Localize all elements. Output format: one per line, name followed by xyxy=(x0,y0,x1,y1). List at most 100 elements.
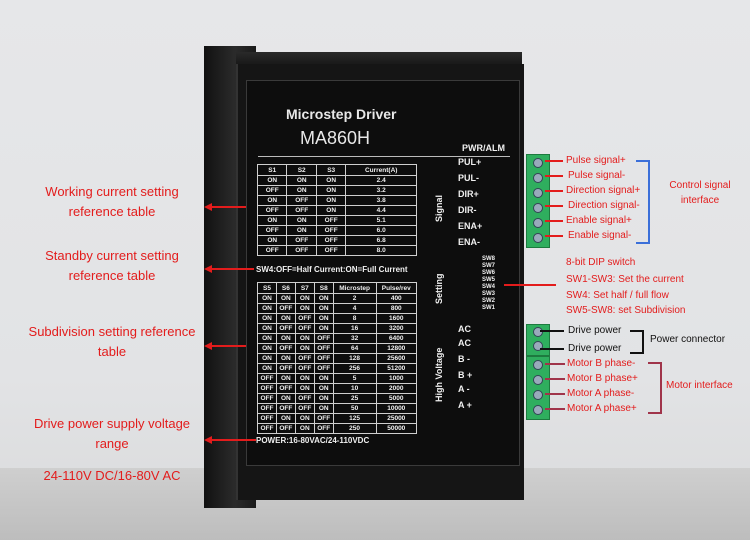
signal-annotation: Pulse signal+ xyxy=(566,155,626,166)
microstep-table-header: Pulse/rev xyxy=(375,282,418,294)
microstep-table-cell: 125 xyxy=(332,413,377,424)
microstep-table-cell: ON xyxy=(275,293,296,304)
terminal-screw xyxy=(533,341,543,351)
microstep-table-cell: ON xyxy=(257,333,277,344)
terminal-screw xyxy=(533,405,543,415)
power-note: POWER:16-80VAC/24-110VDC xyxy=(256,436,370,445)
microstep-table-cell: ON xyxy=(275,413,296,424)
annotation-subdivision: Subdivision setting reference table xyxy=(28,324,196,359)
current-table-cell: OFF xyxy=(315,235,347,246)
microstep-table-cell: 1600 xyxy=(375,313,418,324)
microstep-table-header: S6 xyxy=(275,282,296,294)
switch-label: SW8 xyxy=(482,256,496,262)
motor-interface-label: Motor interface xyxy=(666,380,733,391)
microstep-table-cell: 1000 xyxy=(375,373,418,384)
current-table-cell: ON xyxy=(286,175,317,186)
arrow-line-standby-current xyxy=(212,268,254,270)
microstep-table-cell: 25600 xyxy=(375,353,418,364)
microstep-table-cell: ON xyxy=(294,343,315,354)
terminal-screw xyxy=(533,218,543,228)
control-bracket xyxy=(636,160,650,244)
current-table-header: S1 xyxy=(256,164,288,176)
hv-pin-label: A - xyxy=(458,384,470,394)
hv-pin-label: AC xyxy=(458,324,471,334)
arrow-line-working-current xyxy=(212,206,246,208)
microstep-table-cell: OFF xyxy=(294,393,315,404)
hv-pin-label: B + xyxy=(458,370,473,380)
arrow-power-range xyxy=(204,436,212,444)
microstep-table-cell: ON xyxy=(294,293,315,304)
current-table-cell: OFF xyxy=(315,245,347,256)
microstep-table-cell: OFF xyxy=(313,423,334,434)
terminal-screw xyxy=(533,188,543,198)
current-table-cell: ON xyxy=(286,215,317,226)
microstep-table-cell: ON xyxy=(275,313,296,324)
microstep-table-cell: ON xyxy=(313,303,334,314)
motor-pointer-line xyxy=(545,378,565,380)
switch-label: SW4 xyxy=(482,284,496,290)
microstep-table-cell: ON xyxy=(294,303,315,314)
microstep-table-header: S8 xyxy=(313,282,334,294)
microstep-table-cell: OFF xyxy=(257,373,277,384)
current-table-header: S3 xyxy=(315,164,347,176)
current-table-cell: OFF xyxy=(286,195,317,206)
current-table-cell: OFF xyxy=(315,215,347,226)
switch-label: SW5 xyxy=(482,277,496,283)
microstep-table-cell: OFF xyxy=(257,413,277,424)
signal-pin-label: ENA- xyxy=(458,237,480,247)
signal-pointer-line xyxy=(545,160,563,162)
microstep-table-cell: OFF xyxy=(313,333,334,344)
signal-pin-label: DIR- xyxy=(458,205,477,215)
terminal-screw xyxy=(533,327,543,337)
microstep-table-cell: 5 xyxy=(332,373,377,384)
annotation-power-range: Drive power supply voltage range xyxy=(33,416,191,451)
microstep-table-cell: 10000 xyxy=(375,403,418,414)
terminal-screw xyxy=(533,158,543,168)
microstep-table-cell: OFF xyxy=(275,343,296,354)
signal-terminal-block[interactable] xyxy=(526,154,550,248)
microstep-table-cell: 2000 xyxy=(375,383,418,394)
current-table-cell: ON xyxy=(315,195,347,206)
current-table-cell: OFF xyxy=(286,245,317,256)
signal-annotation: Pulse signal- xyxy=(568,170,626,181)
microstep-table-cell: ON xyxy=(294,423,315,434)
driver-title: Microstep Driver xyxy=(286,106,397,122)
power-item-1: Drive power xyxy=(568,325,622,336)
microstep-table-cell: 32 xyxy=(332,333,377,344)
hv-pin-label: B - xyxy=(458,354,470,364)
current-table-cell: ON xyxy=(315,205,347,216)
microstep-table-cell: 25000 xyxy=(375,413,418,424)
microstep-table-cell: ON xyxy=(313,393,334,404)
title-rule xyxy=(258,156,510,157)
microstep-table-cell: ON xyxy=(275,333,296,344)
switch-label: SW3 xyxy=(482,291,496,297)
signal-pointer-line xyxy=(545,235,563,237)
microstep-table-header: S5 xyxy=(257,282,277,294)
hv-pin-label: AC xyxy=(458,338,471,348)
microstep-table-cell: OFF xyxy=(257,423,277,434)
microstep-table-cell: OFF xyxy=(275,383,296,394)
microstep-table-cell: OFF xyxy=(313,413,334,424)
arrow-standby-current xyxy=(204,265,212,273)
current-table-cell: ON xyxy=(256,235,288,246)
microstep-table-cell: OFF xyxy=(294,363,315,374)
current-table-cell: 6.0 xyxy=(345,225,417,236)
microstep-table-cell: OFF xyxy=(294,323,315,334)
microstep-table-cell: 5000 xyxy=(375,393,418,404)
current-table-cell: OFF xyxy=(286,235,317,246)
microstep-table-cell: OFF xyxy=(275,303,296,314)
microstep-table-cell: 6400 xyxy=(375,333,418,344)
microstep-table-cell: 4 xyxy=(332,303,377,314)
current-table-cell: ON xyxy=(286,185,317,196)
current-table-cell: ON xyxy=(286,225,317,236)
microstep-table-cell: ON xyxy=(275,373,296,384)
